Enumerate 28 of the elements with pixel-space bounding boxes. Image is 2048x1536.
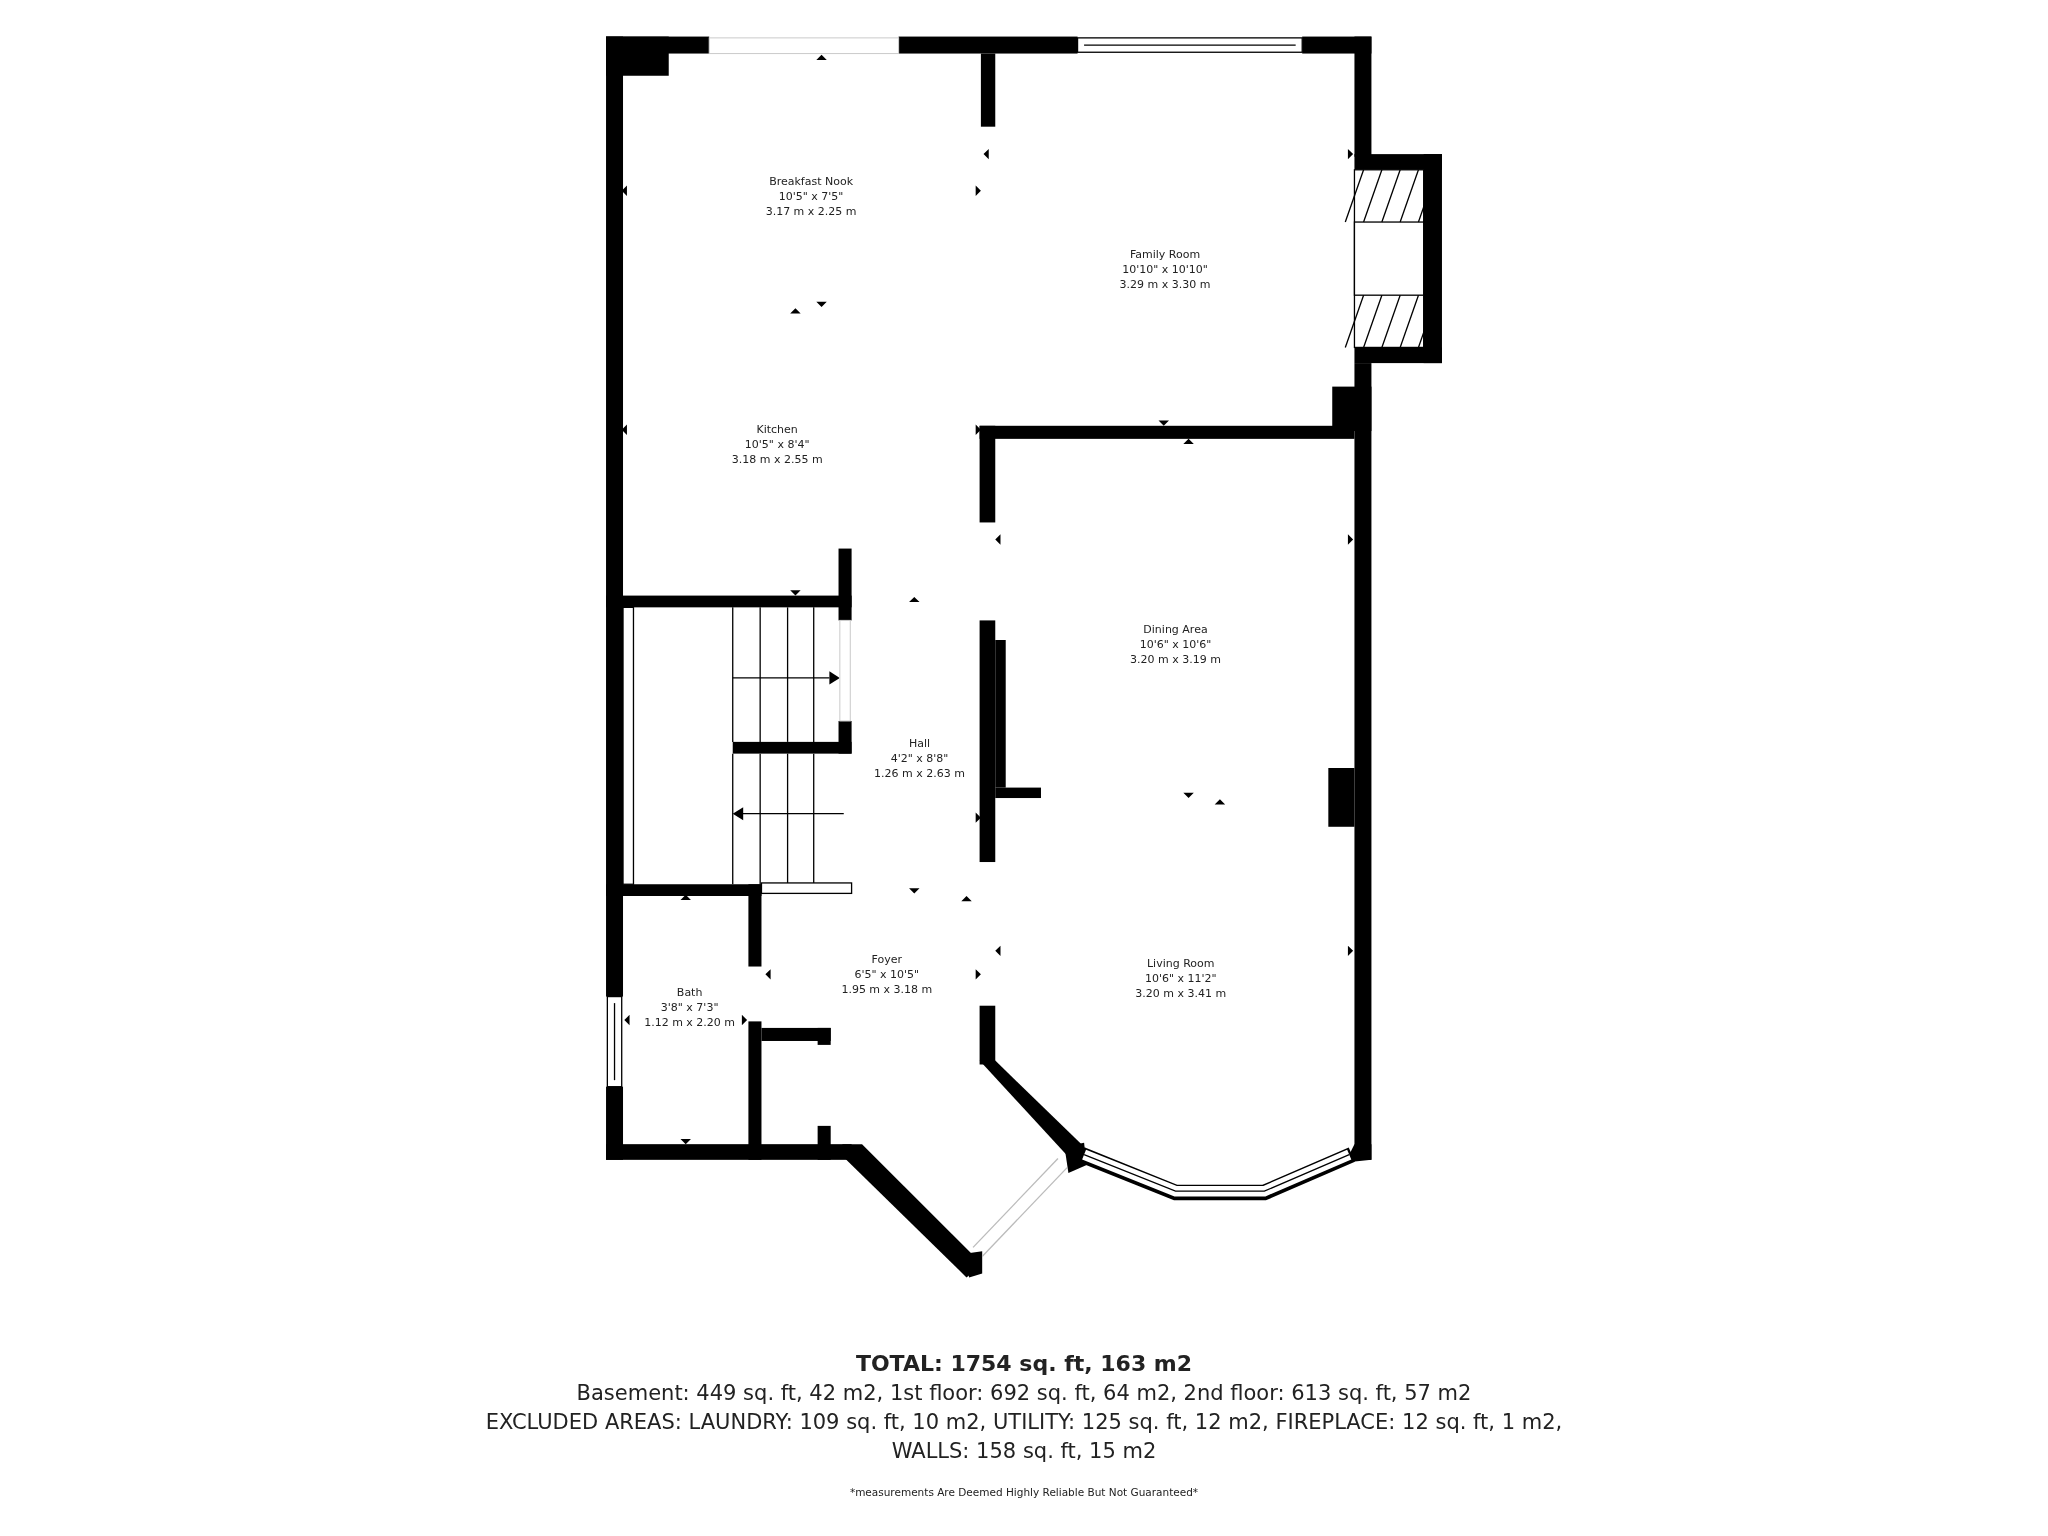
room-dimensions-metric: 1.95 m x 3.18 m: [841, 981, 933, 997]
room-dimensions-metric: 3.18 m x 2.55 m: [731, 451, 823, 467]
room-name: Hall: [907, 735, 932, 751]
room-dimensions-imperial: 3'8" x 7'3": [659, 999, 720, 1015]
disclaimer-note: *measurements Are Deemed Highly Reliable But Not Guaranteed*: [849, 1485, 1199, 1500]
room-dimensions-imperial: 10'6" x 11'2": [1143, 970, 1218, 986]
room-dimensions-metric: 3.29 m x 3.30 m: [1119, 276, 1211, 292]
room-dimensions-imperial: 6'5" x 10'5": [853, 966, 921, 982]
room-dimensions-metric: 1.26 m x 2.63 m: [874, 765, 965, 781]
floor-areas-text: Basement: 449 sq. ft, 42 m2, 1st floor: 692 sq. ft, 64 m2, 2nd floor: 613 sq. ft, 57 m2: [576, 1380, 1472, 1408]
room-dimensions-metric: 3.20 m x 3.19 m: [1130, 651, 1221, 667]
room-name: Dining Area: [1142, 621, 1209, 637]
room-name: Kitchen: [755, 421, 799, 437]
room-dimensions-metric: 1.12 m x 2.20 m: [644, 1014, 736, 1030]
room-name: Breakfast Nook: [768, 173, 855, 189]
room-name: Foyer: [870, 951, 904, 967]
room-name: Living Room: [1145, 955, 1216, 971]
room-dimensions-imperial: 10'5" x 7'5": [777, 188, 845, 204]
excluded-areas-text: EXCLUDED AREAS: LAUNDRY: 109 sq. ft, 10 m2, UTILITY: 125 sq. ft, 12 m2, FIREPLACE: 12 sq. ft, 1 m2, WALLS: 158 sq. ft, 15 m2: [484, 1409, 1564, 1465]
room-name: Family Room: [1128, 246, 1202, 262]
room-dimensions-imperial: 10'10" x 10'10": [1121, 261, 1209, 277]
room-dimensions-imperial: 10'5" x 8'4": [743, 436, 811, 452]
room-dimensions-metric: 3.17 m x 2.25 m: [765, 203, 857, 219]
room-dimensions-imperial: 4'2" x 8'8": [889, 750, 950, 766]
total-area-heading: TOTAL: 1754 sq. ft, 163 m2: [855, 1350, 1193, 1379]
room-dimensions-metric: 3.20 m x 3.41 m: [1135, 985, 1227, 1001]
room-name: Bath: [675, 984, 704, 1000]
room-dimensions-imperial: 10'6" x 10'6": [1138, 636, 1213, 652]
